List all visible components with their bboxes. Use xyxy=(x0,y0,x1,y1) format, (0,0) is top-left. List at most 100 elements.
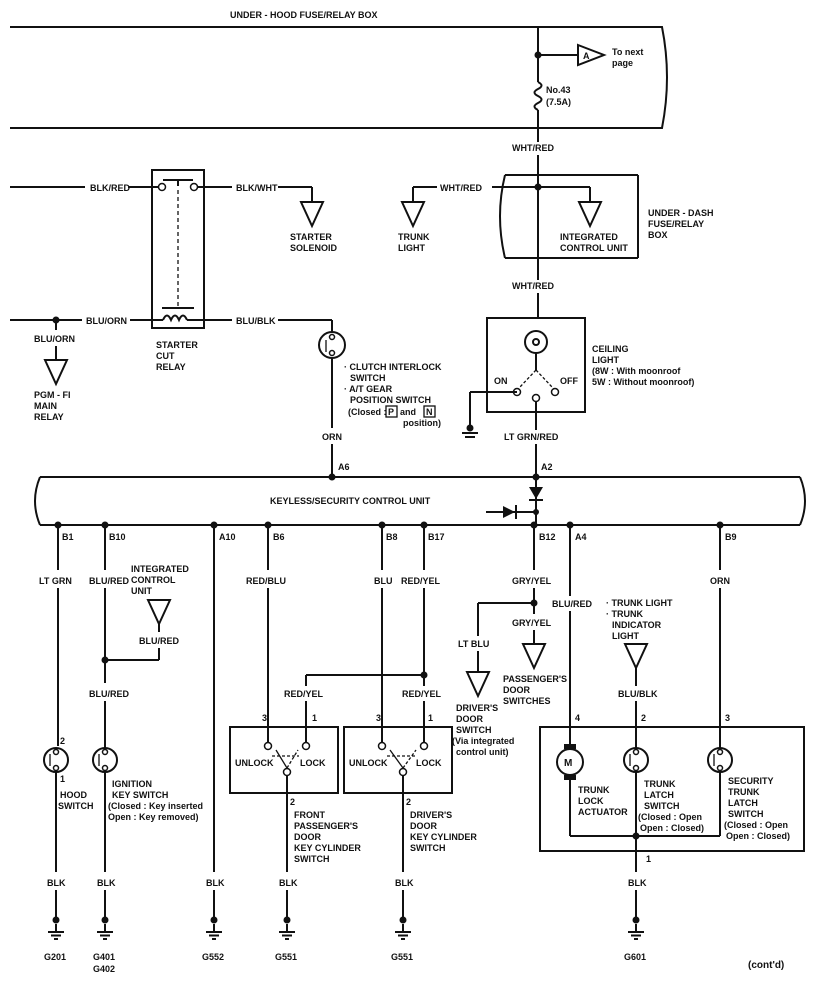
hood-switch: 1 HOOD SWITCH xyxy=(43,747,94,811)
svg-text:B1: B1 xyxy=(62,532,74,542)
svg-text:A10: A10 xyxy=(219,532,236,542)
svg-text:GRY/YEL: GRY/YEL xyxy=(512,618,552,628)
svg-text:2: 2 xyxy=(290,797,295,807)
connector-a: A xyxy=(577,43,607,67)
svg-text:LATCH: LATCH xyxy=(644,790,674,800)
svg-text:FUSE/RELAY: FUSE/RELAY xyxy=(648,219,704,229)
svg-text:B10: B10 xyxy=(109,532,126,542)
svg-text:and: and xyxy=(400,407,416,417)
svg-text:BLK: BLK xyxy=(628,878,647,888)
svg-text:BLU/RED: BLU/RED xyxy=(89,689,129,699)
svg-text:SWITCH: SWITCH xyxy=(644,801,680,811)
svg-text:RELAY: RELAY xyxy=(34,412,64,422)
svg-text:SWITCHES: SWITCHES xyxy=(503,696,551,706)
svg-text:control unit): control unit) xyxy=(456,747,509,757)
svg-text:TRUNK: TRUNK xyxy=(728,787,760,797)
svg-text:OFF: OFF xyxy=(560,376,578,386)
svg-text:FRONT: FRONT xyxy=(294,810,325,820)
svg-text:LIGHT: LIGHT xyxy=(398,243,425,253)
driver-key-cylinder-switch: 3 1 UNLOCK LOCK 2 DRIVER'S DOOR KEY CYLI… xyxy=(343,713,477,853)
svg-text:LIGHT: LIGHT xyxy=(592,355,619,365)
svg-text:(Closed : Key inserted: (Closed : Key inserted xyxy=(108,801,203,811)
integrated-control-unit-lower: INTEGRATED CONTROL UNIT xyxy=(131,564,189,596)
svg-text:A4: A4 xyxy=(575,532,587,542)
svg-text:1: 1 xyxy=(428,713,433,723)
svg-text:3: 3 xyxy=(376,713,381,723)
svg-text:4: 4 xyxy=(575,713,580,723)
wire-blk-red: BLK/RED xyxy=(90,183,130,193)
svg-text:DRIVER'S: DRIVER'S xyxy=(456,703,498,713)
wire-orn: ORN xyxy=(322,432,342,442)
ground-g402: G402 xyxy=(93,964,115,974)
svg-text:BLK: BLK xyxy=(395,878,414,888)
svg-text:BLK: BLK xyxy=(47,878,66,888)
svg-text:A: A xyxy=(583,51,590,61)
svg-text:BOX: BOX xyxy=(648,230,668,240)
passengers-door-switches: PASSENGER'S DOOR SWITCHES xyxy=(503,674,567,706)
svg-text:ON: ON xyxy=(494,376,508,386)
svg-text:1: 1 xyxy=(60,774,65,784)
svg-text:STARTER: STARTER xyxy=(156,340,198,350)
svg-text:CONTROL: CONTROL xyxy=(131,575,176,585)
pgm-fi-main-relay: PGM - FI MAIN RELAY xyxy=(34,390,71,422)
svg-text:2: 2 xyxy=(60,736,65,746)
svg-text:UNLOCK: UNLOCK xyxy=(349,758,388,768)
svg-text:TRUNK: TRUNK xyxy=(398,232,430,242)
svg-text:TRUNK: TRUNK xyxy=(578,785,610,795)
svg-text:1: 1 xyxy=(312,713,317,723)
svg-text:SWITCH: SWITCH xyxy=(294,854,330,864)
svg-text:3: 3 xyxy=(262,713,267,723)
under-hood-box-label: UNDER - HOOD FUSE/RELAY BOX xyxy=(230,10,378,20)
svg-text:· TRUNK: · TRUNK xyxy=(606,609,643,619)
wire-red-blu: RED/BLU xyxy=(246,576,286,586)
wire-lt-grn-red: LT GRN/RED xyxy=(504,432,559,442)
svg-text:N: N xyxy=(426,407,433,417)
wire-blu-blk: BLU/BLK xyxy=(236,316,276,326)
svg-text:ACTUATOR: ACTUATOR xyxy=(578,807,628,817)
wire-orn-b9: ORN xyxy=(710,576,730,586)
svg-text:CUT: CUT xyxy=(156,351,175,361)
ground-g401: G401 xyxy=(93,952,115,962)
starter-solenoid: STARTER SOLENOID xyxy=(290,232,338,253)
trunk-light-indicator: · TRUNK LIGHT · TRUNK INDICATOR LIGHT xyxy=(606,598,673,641)
wire-wht-red-1: WHT/RED xyxy=(512,143,554,153)
wire-gry-yel: GRY/YEL xyxy=(512,576,552,586)
trunk-assembly: 4 2 3 M TRUNK LOCK ACTUATOR TRUNK LATCH … xyxy=(539,713,805,852)
svg-text:BLK: BLK xyxy=(206,878,225,888)
svg-text:DRIVER'S: DRIVER'S xyxy=(410,810,452,820)
svg-text:UNIT: UNIT xyxy=(131,586,152,596)
svg-text:B17: B17 xyxy=(428,532,445,542)
svg-text:UNLOCK: UNLOCK xyxy=(235,758,274,768)
svg-text:· CLUTCH INTERLOCK: · CLUTCH INTERLOCK xyxy=(344,362,442,372)
svg-text:Open : Closed): Open : Closed) xyxy=(726,831,790,841)
under-hood-fuse-box: UNDER - HOOD FUSE/RELAY BOX xyxy=(10,10,668,129)
ignition-key-switch: IGNITION KEY SWITCH (Closed : Key insert… xyxy=(92,747,203,822)
svg-text:B12: B12 xyxy=(539,532,556,542)
ground-g551-a: G551 xyxy=(275,952,297,962)
svg-text:SWITCH: SWITCH xyxy=(350,373,386,383)
svg-text:BLU/RED: BLU/RED xyxy=(139,636,179,646)
svg-text:· TRUNK LIGHT: · TRUNK LIGHT xyxy=(606,598,673,608)
svg-text:page: page xyxy=(612,58,633,68)
svg-text:BLK: BLK xyxy=(97,878,116,888)
svg-text:PASSENGER'S: PASSENGER'S xyxy=(503,674,567,684)
wire-wht-red-3: WHT/RED xyxy=(512,281,554,291)
wire-blu-blk-lower: BLU/BLK xyxy=(618,689,658,699)
svg-text:Open : Closed): Open : Closed) xyxy=(640,823,704,833)
svg-text:RELAY: RELAY xyxy=(156,362,186,372)
svg-text:5W : Without moonroof): 5W : Without moonroof) xyxy=(592,377,694,387)
svg-text:KEY CYLINDER: KEY CYLINDER xyxy=(410,832,477,842)
terminal-a2: A2 xyxy=(541,462,553,472)
wire-blu-red-b10: BLU/RED xyxy=(89,576,129,586)
next-page-label: To next xyxy=(612,47,643,57)
ground-g201: G201 xyxy=(44,952,66,962)
wire-wht-red-2: WHT/RED xyxy=(440,183,482,193)
svg-text:B9: B9 xyxy=(725,532,737,542)
svg-text:RED/YEL: RED/YEL xyxy=(284,689,324,699)
svg-text:No.43: No.43 xyxy=(546,85,571,95)
ground-g552: G552 xyxy=(202,952,224,962)
svg-text:(7.5A): (7.5A) xyxy=(546,97,571,107)
svg-text:TRUNK: TRUNK xyxy=(644,779,676,789)
svg-text:P: P xyxy=(388,407,394,417)
motor-symbol: M xyxy=(564,758,572,769)
